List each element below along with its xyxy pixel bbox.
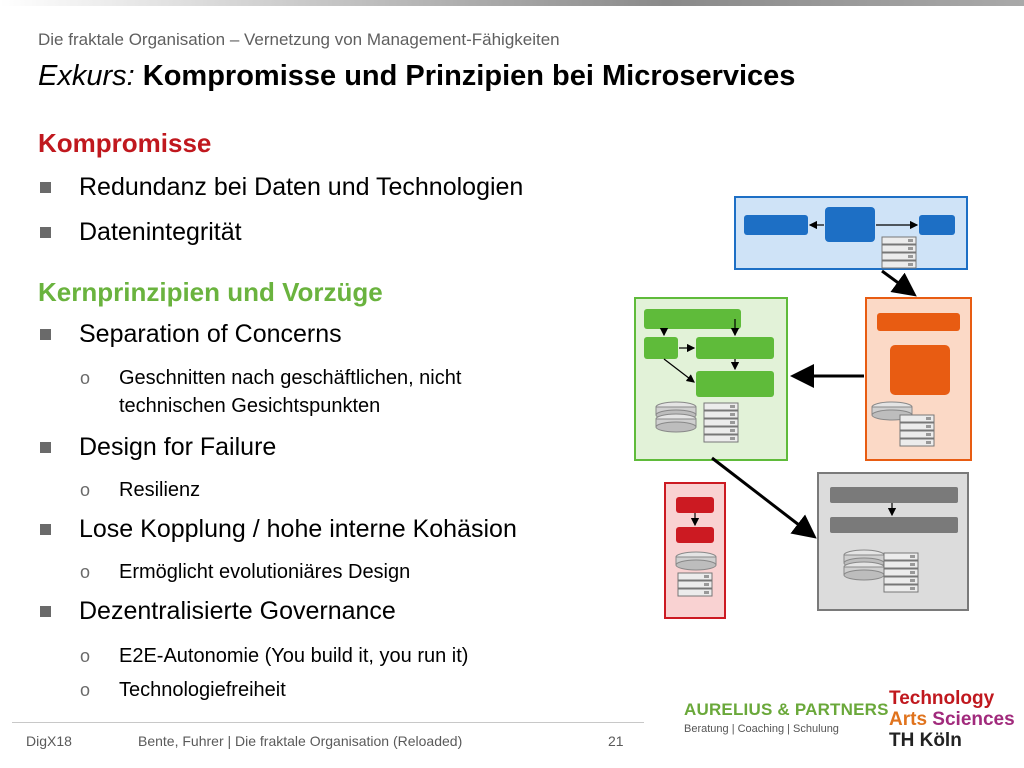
red-server-icon xyxy=(677,572,713,597)
th-koeln-logo: Technology Arts Sciences TH Köln xyxy=(889,688,1015,751)
footer-authors: Bente, Fuhrer | Die fraktale Organisatio… xyxy=(138,733,463,749)
aurelius-logo-name: AURELIUS & PARTNERS xyxy=(684,700,889,719)
gray-component-bottom xyxy=(830,517,958,533)
title-main: Kompromisse und Prinzipien bei Microserv… xyxy=(142,60,796,92)
red-component-bottom xyxy=(676,527,714,543)
circle-bullet-icon: o xyxy=(80,480,91,500)
green-server-icon xyxy=(703,402,739,443)
th-logo-line1: Technology xyxy=(889,688,995,709)
service-green xyxy=(634,297,788,461)
arrow-green-to-gray xyxy=(711,456,817,539)
aurelius-partners-logo: AURELIUS & PARTNERS Beratung | Coaching … xyxy=(684,700,889,735)
circle-bullet-icon: o xyxy=(80,646,91,666)
slide-title: Exkurs: Kompromisse und Prinzipien bei M… xyxy=(38,60,795,93)
square-bullet-icon xyxy=(40,442,51,453)
circle-bullet-icon: o xyxy=(80,680,91,700)
square-bullet-icon xyxy=(40,524,51,535)
gray-server-icon xyxy=(883,552,919,593)
heading-kernprinzipien: Kernprinzipien und Vorzüge xyxy=(38,277,383,307)
service-orange xyxy=(865,297,972,461)
heading-kompromisse: Kompromisse xyxy=(38,128,212,158)
footer-divider xyxy=(12,722,644,723)
square-bullet-icon xyxy=(40,329,51,340)
green-component-top xyxy=(644,309,741,329)
service-blue xyxy=(734,196,968,270)
red-database-icon xyxy=(675,551,717,571)
orange-server-icon xyxy=(899,414,935,447)
th-logo-arts: Arts xyxy=(889,709,928,730)
blue-component-center xyxy=(825,207,875,242)
service-red xyxy=(664,482,726,619)
circle-bullet-icon: o xyxy=(80,368,91,388)
microservices-diagram xyxy=(634,196,972,619)
gray-component-top xyxy=(830,487,958,503)
th-logo-line3: TH Köln xyxy=(889,730,962,751)
page-number: 21 xyxy=(608,733,624,749)
service-gray xyxy=(817,472,969,611)
square-bullet-icon xyxy=(40,182,51,193)
green-component-middle xyxy=(696,337,774,359)
top-gradient-bar xyxy=(0,0,1024,6)
green-database-icon xyxy=(655,401,697,433)
blue-server-icon xyxy=(881,236,917,269)
green-component-left xyxy=(644,337,678,359)
circle-bullet-icon: o xyxy=(80,562,91,582)
gray-database-icon xyxy=(843,549,885,581)
title-lead: Exkurs: xyxy=(38,60,135,92)
red-component-top xyxy=(676,497,714,513)
square-bullet-icon xyxy=(40,606,51,617)
aurelius-logo-tagline: Beratung | Coaching | Schulung xyxy=(684,723,839,735)
blue-component-right xyxy=(919,215,955,235)
green-component-bottom xyxy=(696,371,774,397)
th-logo-sciences: Sciences xyxy=(932,709,1015,730)
blue-component-left xyxy=(744,215,808,235)
footer-event: DigX18 xyxy=(26,733,72,749)
arrow-blue-to-orange xyxy=(881,269,917,297)
square-bullet-icon xyxy=(40,227,51,238)
slide-subtitle: Die fraktale Organisation – Vernetzung v… xyxy=(38,30,560,49)
orange-component-top xyxy=(877,313,960,331)
orange-component-main xyxy=(890,345,950,395)
